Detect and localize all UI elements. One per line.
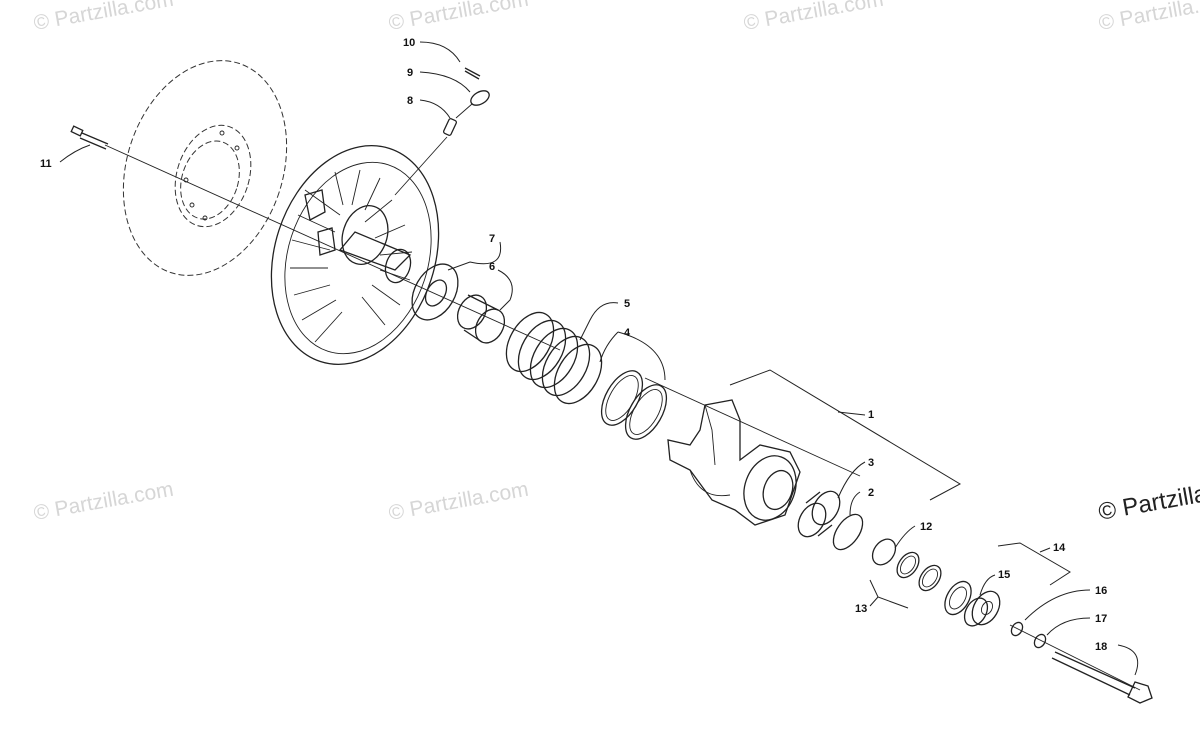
part-5-spring <box>505 311 603 405</box>
part-11-cap-screw <box>70 125 109 150</box>
watermark: © Partzilla.com <box>32 0 175 35</box>
callout-4: 4 <box>624 327 631 339</box>
fixed-sheave <box>122 60 288 276</box>
part-15-washer <box>944 580 972 616</box>
callout-16: 16 <box>1095 585 1107 597</box>
part-12-o-ring <box>871 538 897 566</box>
part-9-cap <box>455 90 490 119</box>
part-10-roll-pin <box>464 67 481 80</box>
callout-9: 9 <box>407 67 413 79</box>
part-17-lock-washer <box>1033 633 1047 649</box>
watermark-edge: © Partzilla <box>1096 480 1200 526</box>
leader-lines <box>59 41 1139 676</box>
callout-13: 13 <box>855 603 867 615</box>
callout-15: 15 <box>998 569 1010 581</box>
part-7-washer <box>411 263 459 321</box>
movable-sheave <box>270 145 440 365</box>
watermarks: © Partzilla.com © Partzilla.com © Partzi… <box>32 0 1200 526</box>
callout-18: 18 <box>1095 641 1107 653</box>
callout-1: 1 <box>868 409 874 421</box>
callout-14: 14 <box>1053 542 1066 554</box>
part-6-bushing <box>456 294 506 344</box>
watermark: © Partzilla.com <box>32 478 175 525</box>
callout-2: 2 <box>868 487 874 499</box>
watermark: © Partzilla.com <box>742 0 885 35</box>
part-2-snap-ring <box>832 513 864 551</box>
callout-5: 5 <box>624 298 630 310</box>
callout-7: 7 <box>489 233 495 245</box>
callout-11: 11 <box>40 158 52 170</box>
part-1-cam <box>667 399 801 526</box>
watermark: © Partzilla.com <box>387 478 530 525</box>
callout-17: 17 <box>1095 613 1107 625</box>
part-18-bolt <box>1051 651 1153 704</box>
part-3-bushing <box>797 490 841 538</box>
watermark: © Partzilla.com <box>387 0 530 35</box>
callout-3: 3 <box>868 457 874 469</box>
callout-labels: 10 9 8 11 7 6 5 4 1 3 2 12 13 14 15 16 1… <box>40 37 1107 653</box>
part-13-rings <box>896 551 942 592</box>
callout-8: 8 <box>407 95 413 107</box>
part-16-washer <box>1010 621 1024 637</box>
callout-12: 12 <box>920 521 932 533</box>
axis-lines <box>104 144 1141 691</box>
part-4-rings <box>600 370 668 440</box>
watermark: © Partzilla.com <box>1097 0 1200 35</box>
callout-10: 10 <box>403 37 415 49</box>
part-14-collar <box>963 590 1001 627</box>
part-8-pin <box>394 118 457 196</box>
callout-6: 6 <box>489 261 495 273</box>
